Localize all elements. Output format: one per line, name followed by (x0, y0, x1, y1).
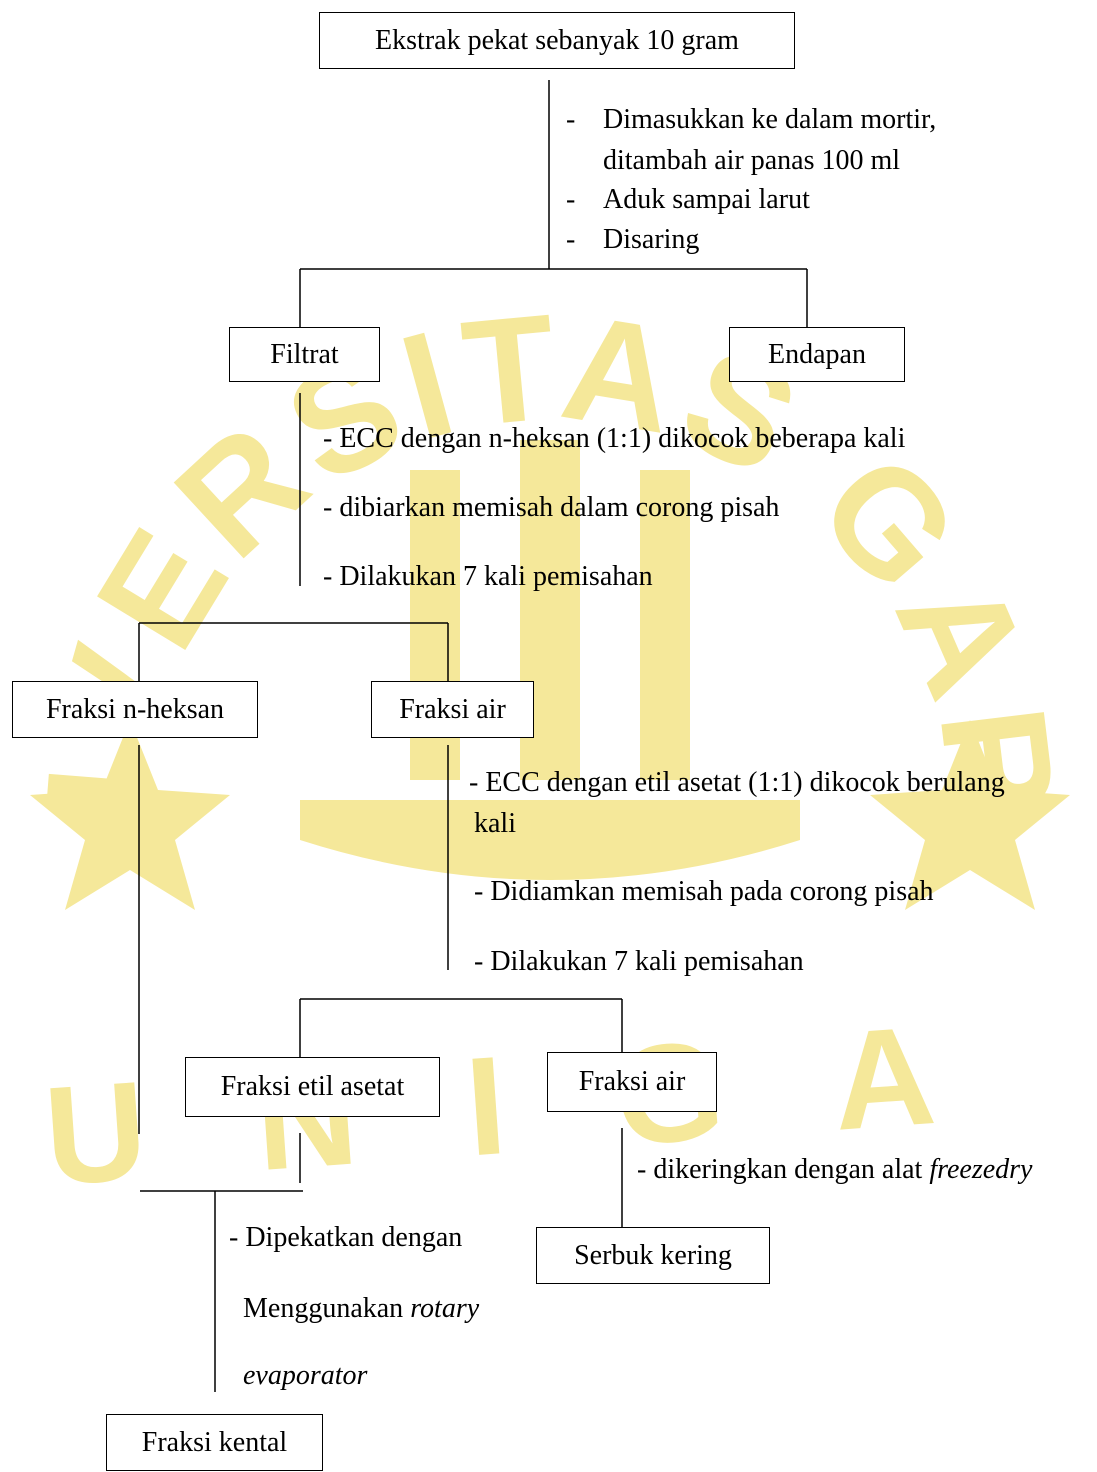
step1-dash-a: - (566, 104, 576, 135)
step5-text-a: - Dipekatkan dengan (229, 1222, 463, 1253)
step5-text-b-italic: rotary (410, 1293, 480, 1324)
step5-text-b: Menggunakan rotary (243, 1295, 479, 1323)
step3-text-b: - Didiamkan memisah pada corong pisah (474, 876, 934, 907)
step5-text-c: evaporator (243, 1360, 368, 1391)
box-serbuk-kering: Serbuk kering (536, 1227, 770, 1284)
box-fraksi-etil-asetat: Fraksi etil asetat (185, 1057, 440, 1117)
step3-text-c: - Dilakukan 7 kali pemisahan (474, 946, 804, 977)
box-fraksi-kental: Fraksi kental (106, 1414, 323, 1471)
step1-dash-b: - (566, 184, 576, 215)
step2-text-a: - ECC dengan n-heksan (1:1) dikocok bebe… (323, 423, 906, 454)
box-fraksi-air-2: Fraksi air (547, 1052, 717, 1112)
step2-text-c: - Dilakukan 7 kali pemisahan (323, 561, 653, 592)
step1-dash-c: - (566, 224, 576, 255)
step1-text-a2: ditambah air panas 100 ml (603, 145, 901, 176)
box-fraksi-n-heksan: Fraksi n-heksan (12, 681, 258, 738)
box-endapan: Endapan (729, 327, 905, 382)
watermark-star-right-icon (870, 720, 1070, 910)
box-ekstrak-pekat: Ekstrak pekat sebanyak 10 gram (319, 12, 795, 69)
step1-text-a1: Dimasukkan ke dalam mortir, (603, 104, 937, 135)
watermark-emblem-icon (300, 440, 800, 880)
watermark-star-left-icon (30, 720, 230, 910)
step4-text-prefix: - dikeringkan dengan alat (637, 1154, 930, 1185)
step3-text-a2: kali (474, 808, 516, 839)
box-fraksi-air-1: Fraksi air (371, 681, 534, 738)
step1-text-c: Disaring (603, 224, 700, 255)
step4-text-italic: freezedry (929, 1154, 1033, 1185)
step2-text-b: - dibiarkan memisah dalam corong pisah (323, 492, 780, 523)
box-filtrat: Filtrat (229, 327, 380, 382)
step5-text-b-prefix: Menggunakan (243, 1293, 411, 1324)
step3-text-a1: - ECC dengan etil asetat (1:1) dikocok b… (469, 767, 1005, 798)
step1-text-b: Aduk sampai larut (603, 184, 810, 215)
step4-text: - dikeringkan dengan alat freezedry (637, 1156, 1032, 1184)
